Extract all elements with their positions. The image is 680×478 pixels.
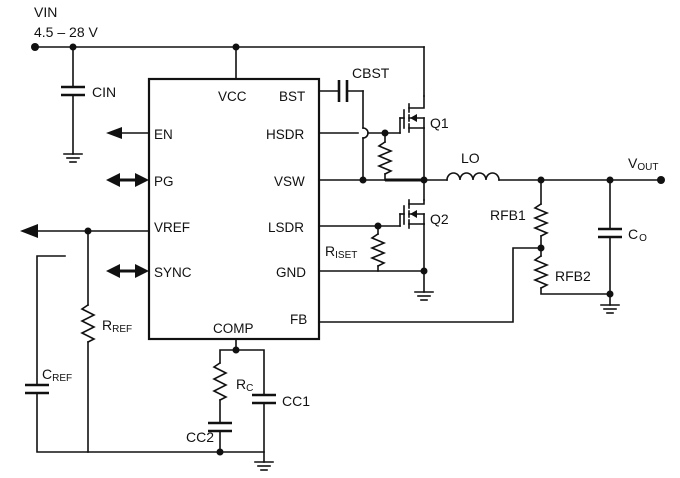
pin-vref: VREF bbox=[154, 220, 190, 235]
pin-vsw: VSW bbox=[274, 174, 305, 189]
vout-terminal bbox=[657, 176, 665, 184]
hsdr-drive bbox=[318, 117, 401, 137]
rfb1-label: RFB1 bbox=[490, 207, 526, 223]
q1-mosfet: Q1 bbox=[399, 95, 449, 181]
rfb2-resistor: RFB2 bbox=[532, 247, 611, 295]
ground-symbol-cin bbox=[63, 153, 83, 163]
co-label: CO bbox=[628, 226, 647, 244]
ground-symbol-comp bbox=[254, 461, 274, 471]
co-capacitor: CO bbox=[598, 179, 647, 306]
lo-label: LO bbox=[461, 150, 480, 166]
pin-hsdr: HSDR bbox=[266, 127, 305, 142]
gnd-return bbox=[318, 267, 428, 275]
controller-ic bbox=[147, 77, 321, 341]
cc2-label: CC2 bbox=[186, 429, 214, 445]
pin-en: EN bbox=[154, 127, 173, 142]
pin-lsdr: LSDR bbox=[268, 220, 304, 235]
vout-rail: VOUT bbox=[498, 155, 665, 184]
cc1-capacitor: CC1 bbox=[252, 393, 310, 463]
vin-rail bbox=[31, 43, 425, 97]
ground-symbol-output bbox=[600, 304, 620, 314]
riset-resistor: RISET bbox=[325, 225, 387, 272]
cref-label: CREF bbox=[42, 366, 72, 384]
en-arrow bbox=[106, 127, 150, 139]
cbst-label: CBST bbox=[352, 65, 390, 81]
rref-resistor: RREF bbox=[80, 230, 132, 453]
pin-gnd: GND bbox=[276, 265, 306, 280]
cc1-label: CC1 bbox=[282, 393, 310, 409]
q2-mosfet: Q2 bbox=[399, 179, 449, 293]
rfb2-label: RFB2 bbox=[555, 268, 591, 284]
ground-symbol-q2 bbox=[414, 291, 434, 301]
vin-range-label: 4.5 – 28 V bbox=[34, 24, 98, 40]
sync-bidirectional-arrow bbox=[106, 264, 149, 278]
gate-resistor bbox=[376, 132, 394, 181]
pin-pg: PG bbox=[154, 174, 174, 189]
rref-label: RREF bbox=[102, 317, 132, 335]
vout-label: VOUT bbox=[628, 155, 658, 173]
pin-vcc: VCC bbox=[218, 89, 247, 104]
pin-bst: BST bbox=[279, 89, 305, 104]
vin-label-group: VIN 4.5 – 28 V bbox=[34, 4, 98, 40]
pin-sync: SYNC bbox=[154, 265, 192, 280]
vin-terminal bbox=[31, 43, 39, 51]
rc-resistor: RC bbox=[212, 361, 253, 424]
lo-inductor: LO bbox=[446, 150, 500, 181]
comp-network bbox=[219, 338, 265, 396]
cin-capacitor: CIN bbox=[61, 46, 116, 155]
ic-pin-labels: VCC BST EN HSDR PG VSW VREF LSDR SYNC GN… bbox=[154, 89, 307, 336]
riset-label: RISET bbox=[325, 243, 357, 261]
rc-label: RC bbox=[236, 376, 253, 394]
vin-label: VIN bbox=[34, 4, 57, 20]
lsdr-drive bbox=[318, 213, 401, 230]
rfb1-resistor: RFB1 bbox=[490, 179, 550, 249]
pg-bidirectional-arrow bbox=[106, 173, 149, 187]
pin-fb: FB bbox=[290, 312, 307, 327]
cc2-capacitor: CC2 bbox=[186, 421, 232, 456]
pin-comp: COMP bbox=[213, 321, 254, 336]
cin-label: CIN bbox=[92, 84, 116, 100]
vsw-node bbox=[318, 176, 448, 184]
cref-capacitor: CREF bbox=[25, 255, 265, 453]
q2-label: Q2 bbox=[430, 211, 449, 227]
vref-output bbox=[20, 224, 150, 238]
q1-label: Q1 bbox=[430, 115, 449, 131]
